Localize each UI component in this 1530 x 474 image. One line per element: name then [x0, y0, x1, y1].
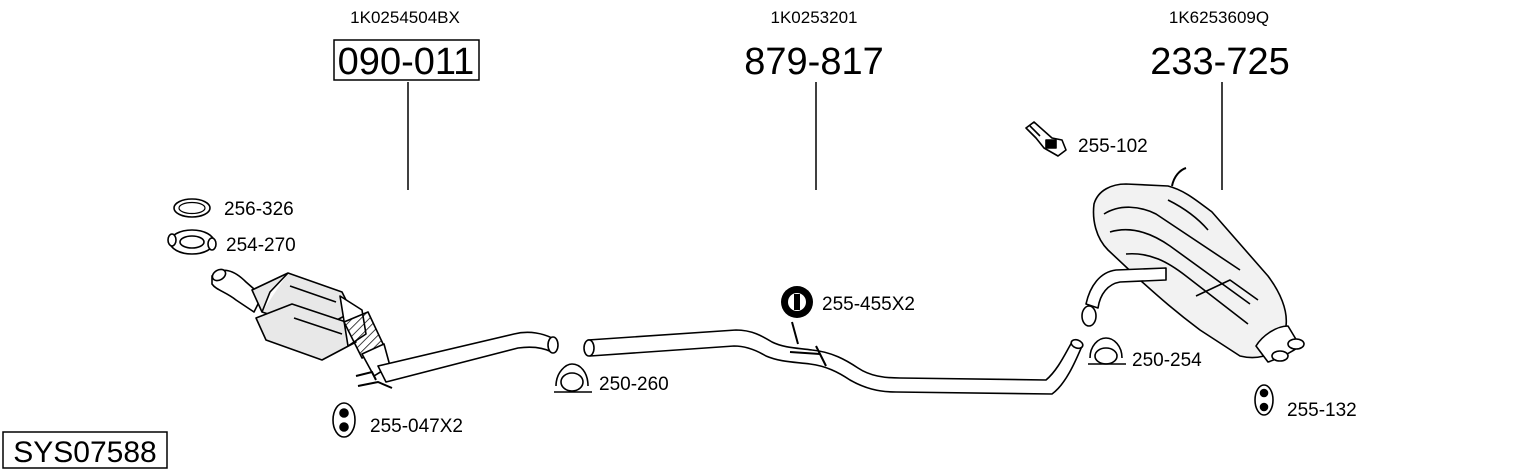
u-clamp-icon [1088, 337, 1126, 365]
rubber-hanger-icon [1254, 384, 1274, 416]
u-clamp-icon [554, 363, 592, 393]
oem-number-1: 1K0254504BX [350, 8, 460, 27]
system-id-box [2, 431, 168, 469]
main-part-number-2[interactable]: 879-817 [744, 41, 883, 83]
bracket-icon [1025, 121, 1067, 157]
accessory-label[interactable]: 254-270 [226, 235, 296, 256]
accessory-label[interactable]: 255-455X2 [822, 294, 915, 315]
part-number-box [333, 39, 480, 81]
accessory-label[interactable]: 255-047X2 [370, 416, 463, 437]
catalytic-converter-drawing[interactable] [210, 267, 559, 383]
rubber-ring-hanger-icon [781, 286, 813, 318]
accessory-label[interactable]: 255-132 [1287, 400, 1357, 421]
system-id: SYS07588 [13, 436, 156, 469]
rear-silencer-drawing[interactable] [1081, 183, 1305, 363]
main-part-number-1[interactable]: 090-011 [338, 41, 475, 83]
hanger-rods-1 [355, 370, 393, 389]
oem-number-3: 1K6253609Q [1169, 8, 1269, 27]
accessory-label[interactable]: 250-260 [599, 374, 669, 395]
accessory-label[interactable]: 255-102 [1078, 136, 1148, 157]
gasket-ring-icon [173, 198, 211, 218]
middle-pipe-drawing[interactable] [583, 329, 1084, 395]
accessory-label[interactable]: 256-326 [224, 199, 294, 220]
main-part-number-3[interactable]: 233-725 [1150, 41, 1289, 83]
hanger-rods-2 [789, 321, 827, 367]
flange-clamp-icon [167, 229, 217, 255]
rubber-hanger-icon [332, 402, 356, 438]
oem-number-2: 1K0253201 [771, 8, 858, 27]
accessory-label[interactable]: 250-254 [1132, 350, 1202, 371]
